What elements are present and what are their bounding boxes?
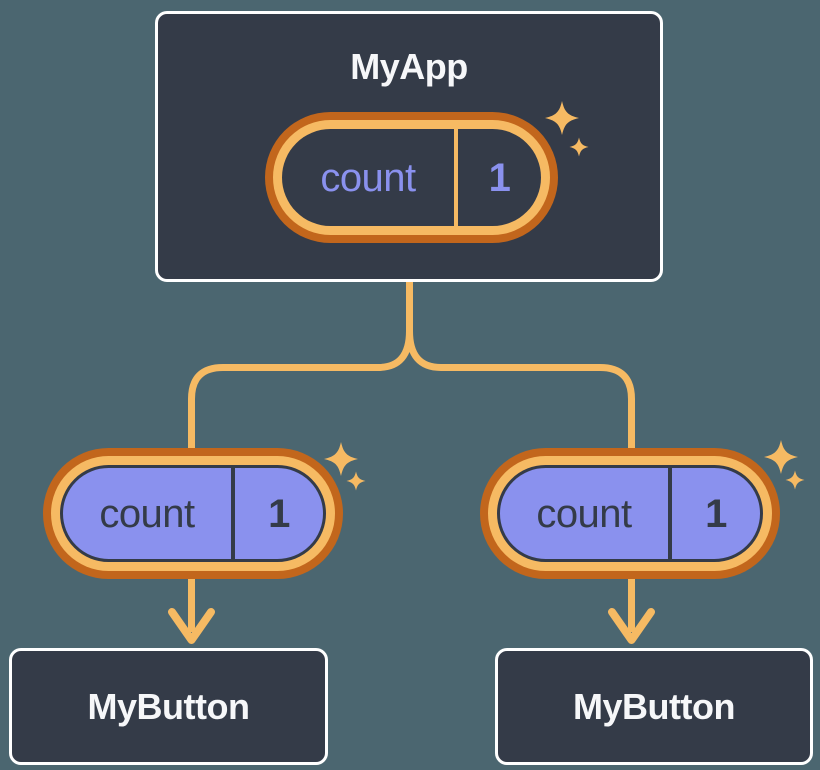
node-mybutton-title: MyButton (87, 685, 250, 727)
state-name-label: count (320, 155, 416, 200)
state-pill-body: count 1 (497, 465, 763, 562)
pill-divider (231, 468, 235, 559)
node-mybutton-title: MyButton (573, 685, 735, 727)
node-mybutton-left: MyButton (9, 648, 328, 765)
state-value-label: 1 (488, 155, 511, 200)
node-myapp-title: MyApp (350, 46, 468, 87)
state-pill-body: count 1 (282, 129, 541, 226)
pill-divider (668, 468, 672, 559)
state-name-label: count (99, 491, 195, 536)
state-pill-myapp: count 1 (265, 112, 558, 243)
connector-right-branch (406, 282, 635, 632)
arrow-down-icon (168, 608, 215, 644)
state-pill-mybutton-left: count 1 (43, 448, 343, 579)
arrow-down-icon (608, 608, 655, 644)
node-mybutton-right: MyButton (495, 648, 813, 765)
state-value-label: 1 (268, 491, 290, 536)
state-pill-inner-ring: count 1 (488, 456, 772, 571)
state-pill-inner-ring: count 1 (51, 456, 335, 571)
state-name-label: count (536, 491, 632, 536)
pill-divider (454, 129, 458, 226)
state-pill-mybutton-right: count 1 (480, 448, 780, 579)
state-pill-inner-ring: count 1 (273, 120, 550, 235)
state-value-label: 1 (705, 491, 727, 536)
state-pill-body: count 1 (60, 465, 326, 562)
